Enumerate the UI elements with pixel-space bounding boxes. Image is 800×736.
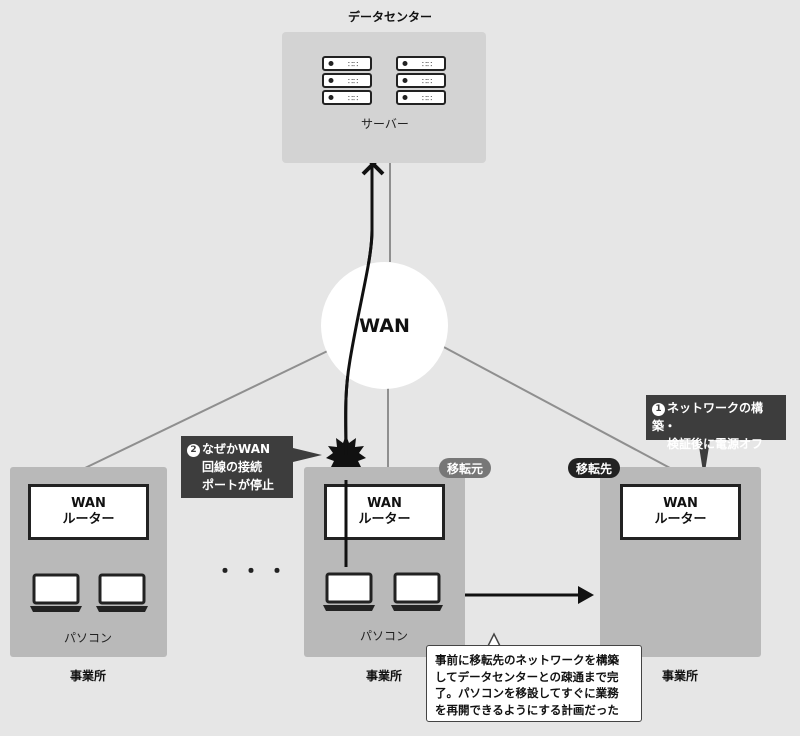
svg-text:∷∷: ∷∷ bbox=[348, 94, 358, 103]
office-label: 事業所 bbox=[365, 669, 402, 683]
server-label: サーバー bbox=[361, 117, 409, 131]
office-label: 事業所 bbox=[69, 669, 106, 683]
callout-line: してデータセンターとの疎通まで完 bbox=[435, 669, 619, 684]
callout-pointer bbox=[698, 440, 710, 478]
router-label: WAN bbox=[367, 495, 402, 511]
callout-line: なぜかWAN bbox=[202, 442, 271, 456]
server-rack-icon: ∷∷ ∷∷ ∷∷ bbox=[396, 56, 446, 105]
callout-line: 検証後に電源オフ bbox=[667, 437, 764, 451]
callout-plan: 事前に移転先のネットワークを構築 してデータセンターとの疎通まで完 了。パソコン… bbox=[426, 645, 642, 722]
svg-text:∷∷: ∷∷ bbox=[422, 77, 432, 86]
laptop-icon bbox=[30, 573, 82, 612]
port-stop-burst-icon bbox=[326, 435, 366, 477]
number-2-icon: 2 bbox=[187, 444, 200, 457]
router-label: ルーター bbox=[62, 512, 115, 527]
laptop-icon bbox=[96, 573, 148, 612]
callout-line: 事前に移転先のネットワークを構築 bbox=[435, 653, 619, 667]
badge-old-site: 移転元 bbox=[439, 458, 491, 478]
callout-line: 了。パソコンを移設してすぐに業務 bbox=[435, 686, 619, 701]
router-label: WAN bbox=[663, 495, 698, 511]
laptop-icon bbox=[323, 572, 375, 611]
number-1-icon: 1 bbox=[652, 403, 665, 416]
office-1-router: WAN ルーター bbox=[28, 484, 149, 540]
pc-label: パソコン bbox=[359, 629, 408, 643]
svg-text:∷∷: ∷∷ bbox=[348, 77, 358, 86]
router-label: ルーター bbox=[654, 512, 707, 527]
callout-line: ネットワークの構築・ bbox=[652, 401, 764, 433]
datacenter-box bbox=[282, 32, 486, 163]
wan-circle: WAN bbox=[321, 262, 448, 389]
callout-line: ポートが停止 bbox=[202, 478, 275, 492]
callout-line: 回線の接続 bbox=[202, 460, 263, 474]
svg-text:∷∷: ∷∷ bbox=[348, 60, 358, 69]
datacenter-title: データセンター bbox=[347, 10, 432, 24]
badge-new-site: 移転先 bbox=[568, 458, 620, 478]
office-2-router: WAN ルーター bbox=[324, 484, 445, 540]
router-label: ルーター bbox=[358, 512, 411, 527]
link-wan-office3 bbox=[439, 344, 671, 469]
laptop-icon bbox=[391, 572, 443, 611]
office-label: 事業所 bbox=[661, 669, 698, 683]
ellipsis: ・・・ bbox=[215, 559, 293, 583]
router-label: WAN bbox=[71, 495, 106, 511]
callout-line: を再開できるようにする計画だった bbox=[435, 703, 619, 718]
pc-label: パソコン bbox=[63, 631, 112, 645]
svg-text:∷∷: ∷∷ bbox=[422, 60, 432, 69]
svg-text:∷∷: ∷∷ bbox=[422, 94, 432, 103]
link-wan-office1 bbox=[84, 344, 341, 469]
office-3-router: WAN ルーター bbox=[620, 484, 741, 540]
wan-label: WAN bbox=[359, 314, 410, 337]
server-rack-icon: ∷∷ ∷∷ ∷∷ bbox=[322, 56, 372, 105]
